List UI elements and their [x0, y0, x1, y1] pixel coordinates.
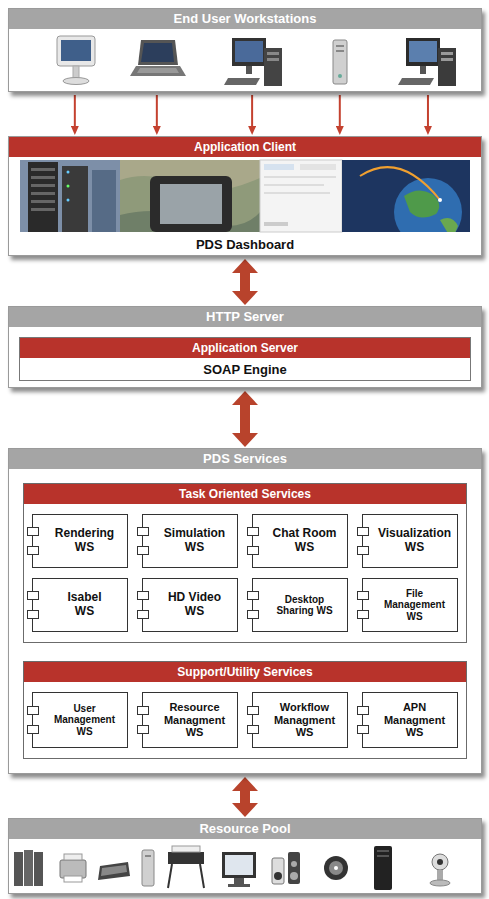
speaker-icon: [272, 852, 300, 884]
header-label: Application Server: [20, 338, 470, 358]
laptop-icon: [130, 40, 186, 76]
service-box: Rendering WS: [32, 514, 128, 568]
link-arrow: [240, 791, 250, 803]
service-name: User Management WS: [53, 703, 117, 738]
client-panel: Application ClientPDS Dashboard: [8, 136, 482, 256]
tower-icon: [333, 40, 347, 84]
header-label: Task Oriented Services: [24, 484, 466, 504]
tier-band: HTTP ServerApplication ServerSOAP Engine: [8, 306, 482, 388]
dashboard-screenshot: [20, 160, 470, 246]
service-box: Isabel WS: [32, 578, 128, 632]
panel-label: PDS Dashboard: [9, 237, 481, 252]
service-box: Resource Managment WS: [142, 692, 238, 748]
service-name: Isabel WS: [60, 591, 110, 619]
desktop-icon: [398, 38, 456, 86]
request-arrow: [156, 95, 158, 126]
service-name: Desktop Sharing WS: [275, 594, 335, 617]
disc-icon: [324, 856, 348, 880]
link-arrow: [240, 273, 250, 291]
service-name: Workflow Managment WS: [272, 701, 338, 739]
scanner-icon: [98, 862, 130, 880]
tier-band: Resource Pool: [8, 818, 482, 894]
panel-label: SOAP Engine: [20, 358, 470, 377]
service-name: Visualization WS: [375, 527, 454, 555]
service-group: Task Oriented ServicesRendering WS Simula…: [23, 483, 467, 643]
link-arrow: [240, 405, 250, 433]
header-label: PDS Services: [9, 449, 481, 469]
service-name: Rendering WS: [50, 527, 120, 555]
service-name: File Management WS: [383, 588, 447, 623]
plotter-icon: [168, 846, 204, 888]
service-box: Desktop Sharing WS: [252, 578, 348, 632]
service-box: Chat Room WS: [252, 514, 348, 568]
request-arrow: [427, 95, 429, 126]
service-box: Workflow Managment WS: [252, 692, 348, 748]
service-box: APN Managment WS: [362, 692, 458, 748]
service-name: HD Video WS: [160, 591, 230, 619]
desktop-icon: [224, 38, 282, 86]
tier-band: End User Workstations: [8, 8, 482, 92]
printer-icon: [60, 854, 86, 882]
service-box: HD Video WS: [142, 578, 238, 632]
service-box: User Management WS: [32, 692, 128, 748]
tier-band: PDS ServicesTask Oriented ServicesRender…: [8, 448, 482, 774]
service-name: APN Managment WS: [382, 701, 448, 739]
service-box: Simulation WS: [142, 514, 238, 568]
camera-icon: [430, 854, 450, 886]
imac-icon: [57, 36, 95, 85]
service-group: Support/Utility ServicesUser Management …: [23, 661, 467, 759]
service-name: Chat Room WS: [270, 527, 340, 555]
header-label: End User Workstations: [9, 9, 481, 29]
header-label: Application Client: [9, 137, 481, 157]
service-box: File Management WS: [362, 578, 458, 632]
header-label: Support/Utility Services: [24, 662, 466, 682]
header-label: HTTP Server: [9, 307, 481, 327]
server-icon: [374, 846, 392, 890]
server-rack-icon: [14, 850, 43, 886]
server-box: Application ServerSOAP Engine: [19, 337, 471, 381]
request-arrow: [74, 95, 76, 126]
service-name: Simulation WS: [160, 527, 230, 555]
tower-icon: [142, 850, 154, 886]
header-label: Resource Pool: [9, 819, 481, 839]
request-arrow: [251, 95, 253, 126]
request-arrow: [339, 95, 341, 126]
service-box: Visualization WS: [362, 514, 458, 568]
service-name: Resource Managment WS: [162, 701, 228, 739]
monitor-icon: [222, 852, 256, 887]
